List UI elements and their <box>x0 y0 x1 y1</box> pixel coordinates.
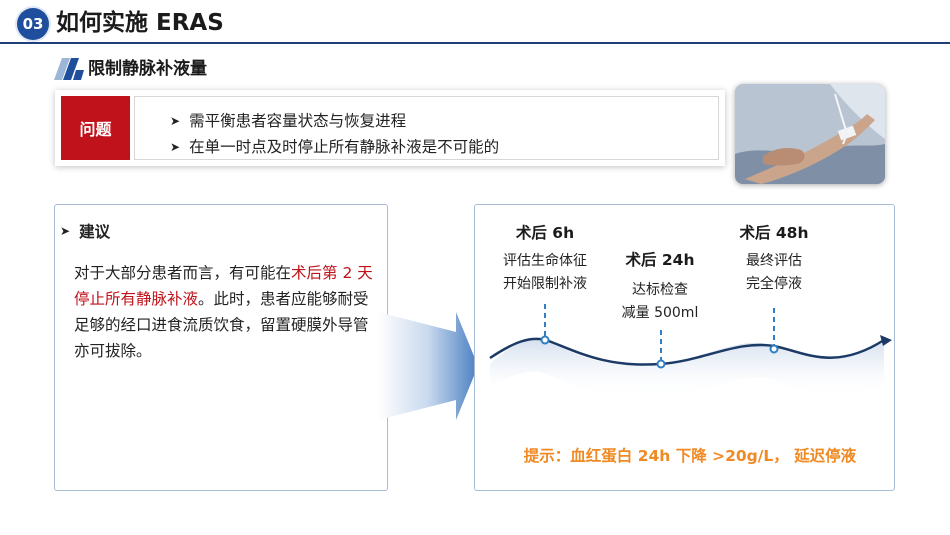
connector-arrow-icon <box>378 312 478 420</box>
milestone-title: 术后 6h <box>515 224 575 242</box>
problem-item: ➤ 需平衡患者容量状态与恢复进程 <box>170 111 406 131</box>
suggestion-body: 对于大部分患者而言，有可能在术后第 2 天停止所有静脉补液。此时，患者应能够耐受… <box>74 260 382 364</box>
milestone-line: 完全停液 <box>746 276 802 292</box>
problem-label: 问题 <box>61 96 130 160</box>
stripes-logo-icon <box>54 58 84 80</box>
milestone-dot <box>540 335 550 345</box>
suggestion-text: 对于大部分患者而言，有可能在 <box>74 264 292 282</box>
milestone-line: 开始限制补液 <box>503 276 587 292</box>
problem-panel <box>55 90 725 166</box>
suggestion-heading: ➤ 建议 <box>60 220 110 242</box>
milestone-line: 达标检查 <box>632 282 688 298</box>
tip-text: 提示：血红蛋白 24h 下降 >20g/L， 延迟停液 <box>523 447 857 465</box>
milestone-dot <box>769 344 779 354</box>
problem-item: ➤ 在单一时点及时停止所有静脉补液是不可能的 <box>170 137 499 157</box>
milestone-line: 减量 500ml <box>621 305 699 321</box>
iv-drip-photo <box>735 84 885 184</box>
milestone-dot <box>656 359 666 369</box>
milestone-line: 评估生命体征 <box>503 253 587 269</box>
problem-item-text: 在单一时点及时停止所有静脉补液是不可能的 <box>189 138 500 156</box>
timeline-wave <box>489 304 892 399</box>
milestone-title: 术后 48h <box>739 224 809 242</box>
section-title: 限制静脉补液量 <box>88 59 207 79</box>
milestone-line: 最终评估 <box>746 253 802 269</box>
suggestion-highlight: 术后第 2 天停止所有静脉补液 <box>74 264 373 308</box>
header-divider <box>0 42 950 44</box>
section-number-badge: 03 <box>17 8 49 40</box>
triangle-bullet-icon: ➤ <box>170 114 181 128</box>
triangle-bullet-icon: ➤ <box>170 140 181 154</box>
triangle-bullet-icon: ➤ <box>60 224 71 238</box>
suggestion-heading-text: 建议 <box>79 223 111 241</box>
problem-item-text: 需平衡患者容量状态与恢复进程 <box>189 112 407 130</box>
problem-text-box <box>134 96 719 160</box>
page-title: 如何实施 ERAS <box>56 10 224 36</box>
milestone-title: 术后 24h <box>625 251 695 269</box>
arrow-right-icon <box>880 335 892 346</box>
suggestion-text: 。此时，患者应能够耐受足够的经口进食流质饮食，留置硬膜外导管亦可拔除。 <box>74 290 369 360</box>
